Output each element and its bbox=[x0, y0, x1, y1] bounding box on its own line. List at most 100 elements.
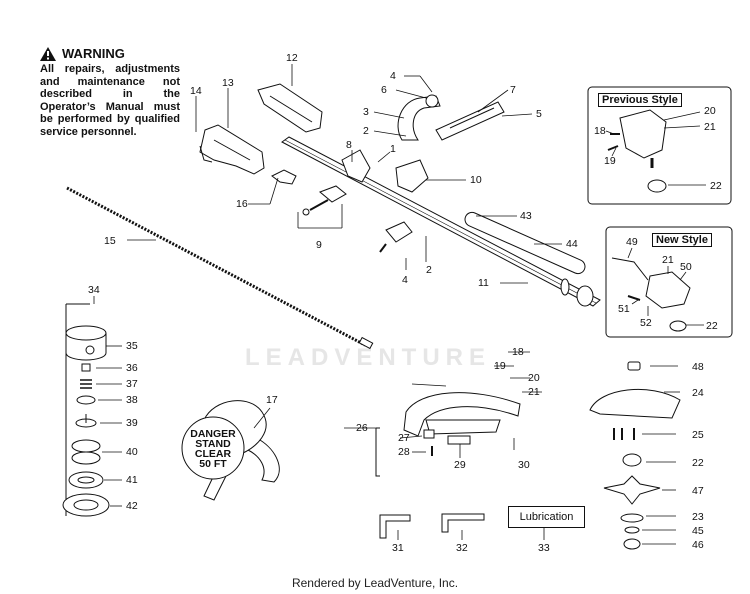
handle-clamp-part bbox=[302, 185, 347, 216]
callout-50: 50 bbox=[680, 261, 692, 273]
hex-wrench-part bbox=[379, 514, 411, 539]
lubrication-label: Lubrication bbox=[508, 506, 585, 528]
warning-notice: WARNING All repairs, adjustments and mai… bbox=[40, 46, 180, 138]
callout-36: 36 bbox=[126, 362, 138, 374]
previous-style-gearbox bbox=[607, 109, 667, 193]
callout-38: 38 bbox=[126, 394, 138, 406]
callout-labels: 4 6 3 2 7 5 12 13 14 16 8 1 10 9 15 4 2 … bbox=[88, 52, 722, 554]
warning-text: All repairs, adjustments and maintenance… bbox=[40, 63, 180, 138]
callout-37: 37 bbox=[126, 378, 138, 390]
previous-style-inset bbox=[587, 86, 732, 205]
callout-13: 13 bbox=[222, 77, 234, 89]
lower-clamp-part bbox=[385, 221, 413, 243]
shaft-bracket-part bbox=[341, 149, 371, 183]
cutting-blade-part bbox=[603, 475, 661, 505]
callout-11: 11 bbox=[478, 277, 489, 289]
danger-tag-text: DANGER STAND CLEAR 50 FT bbox=[190, 428, 236, 470]
svg-text:STAND: STAND bbox=[195, 438, 231, 450]
callout-22c: 22 bbox=[692, 457, 704, 469]
callout-9: 9 bbox=[316, 239, 322, 251]
shaft-sleeve-part bbox=[464, 211, 586, 275]
callout-18b: 18 bbox=[512, 346, 524, 358]
callout-33: 33 bbox=[538, 542, 550, 554]
trimmer-head-stack bbox=[62, 303, 110, 517]
debris-shield-part bbox=[375, 392, 521, 477]
new-style-gearbox bbox=[611, 257, 691, 332]
callout-26: 26 bbox=[356, 422, 368, 434]
callout-4b: 4 bbox=[402, 274, 408, 286]
callout-8: 8 bbox=[346, 139, 352, 151]
handle-mount-part bbox=[395, 159, 429, 193]
loop-handle-part bbox=[397, 94, 441, 141]
danger-tag bbox=[181, 416, 245, 480]
callout-29: 29 bbox=[454, 459, 466, 471]
new-style-inset bbox=[605, 226, 733, 338]
main-tube-part bbox=[281, 136, 601, 307]
svg-text:50 FT: 50 FT bbox=[199, 458, 227, 470]
callout-20b: 20 bbox=[528, 372, 540, 384]
callout-44: 44 bbox=[566, 238, 578, 250]
callout-1: 1 bbox=[390, 143, 396, 155]
callout-25: 25 bbox=[692, 429, 704, 441]
callout-10: 10 bbox=[470, 174, 482, 186]
callout-51: 51 bbox=[618, 303, 630, 315]
harness-part bbox=[181, 400, 280, 501]
callout-22a: 22 bbox=[710, 180, 722, 192]
callout-30: 30 bbox=[518, 459, 530, 471]
callout-20a: 20 bbox=[704, 105, 716, 117]
upper-handle-part bbox=[257, 83, 323, 133]
callout-48: 48 bbox=[692, 361, 704, 373]
svg-text:CLEAR: CLEAR bbox=[195, 448, 232, 460]
callout-6: 6 bbox=[381, 84, 387, 96]
callout-2b: 2 bbox=[426, 264, 432, 276]
callout-18a: 18 bbox=[594, 125, 606, 137]
callout-14: 14 bbox=[190, 85, 202, 97]
callout-49: 49 bbox=[626, 236, 638, 248]
t-wrench-part bbox=[441, 513, 485, 533]
callout-2: 2 bbox=[363, 125, 369, 137]
callout-32: 32 bbox=[456, 542, 468, 554]
callout-7: 7 bbox=[510, 84, 516, 96]
callout-5: 5 bbox=[536, 108, 542, 120]
callout-16: 16 bbox=[236, 198, 248, 210]
callout-46: 46 bbox=[692, 539, 704, 551]
watermark-text: LEADVENTURE bbox=[245, 344, 492, 371]
callout-34: 34 bbox=[88, 284, 100, 296]
callout-52: 52 bbox=[640, 317, 652, 329]
callout-3: 3 bbox=[363, 106, 369, 118]
svg-text:DANGER: DANGER bbox=[190, 428, 236, 440]
previous-style-label: Previous Style bbox=[598, 93, 682, 107]
callout-23: 23 bbox=[692, 511, 704, 523]
callout-43: 43 bbox=[520, 210, 532, 222]
new-style-label: New Style bbox=[652, 233, 712, 247]
callout-41: 41 bbox=[126, 474, 138, 486]
callout-21c: 21 bbox=[528, 386, 540, 398]
warning-title: WARNING bbox=[62, 46, 125, 61]
callout-17: 17 bbox=[266, 394, 278, 406]
rear-handle-part bbox=[199, 124, 265, 175]
callout-21a: 21 bbox=[704, 121, 716, 133]
callout-27: 27 bbox=[398, 432, 410, 444]
blade-guard-part bbox=[589, 361, 681, 440]
throttle-trigger-part bbox=[271, 169, 297, 185]
callout-21b: 21 bbox=[662, 254, 674, 266]
footer-credit: Rendered by LeadVenture, Inc. bbox=[291, 576, 459, 590]
handle-bar-part bbox=[435, 101, 505, 141]
callout-35: 35 bbox=[126, 340, 138, 352]
callout-39: 39 bbox=[126, 417, 138, 429]
callout-4: 4 bbox=[390, 70, 396, 82]
callout-40: 40 bbox=[126, 446, 138, 458]
warning-triangle-icon bbox=[40, 46, 56, 61]
drive-shaft-part bbox=[66, 186, 374, 350]
callout-19b: 19 bbox=[494, 360, 506, 372]
callout-28: 28 bbox=[398, 446, 410, 458]
callout-31: 31 bbox=[392, 542, 404, 554]
callout-42: 42 bbox=[126, 500, 138, 512]
callout-12: 12 bbox=[286, 52, 298, 64]
leader-lines bbox=[93, 64, 706, 545]
callout-24: 24 bbox=[692, 387, 704, 399]
callout-47: 47 bbox=[692, 485, 704, 497]
callout-22b: 22 bbox=[706, 320, 718, 332]
callout-15: 15 bbox=[104, 235, 116, 247]
